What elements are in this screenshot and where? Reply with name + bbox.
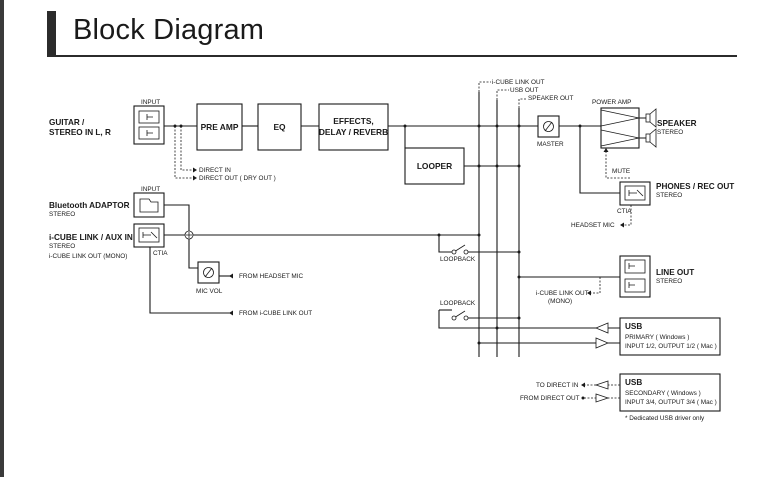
usb-secondary-title: USB [625, 378, 642, 387]
usb-secondary-line2: INPUT 3/4, OUTPUT 3/4 ( Mac ) [625, 399, 717, 406]
to-direct-in-label: TO DIRECT IN [536, 382, 579, 389]
usb-out-label: USB OUT [510, 87, 539, 94]
master-knob-icon [543, 121, 554, 132]
looper-block [404, 147, 465, 185]
power-amp-label: POWER AMP [592, 99, 631, 106]
direct-in-label: DIRECT IN [199, 167, 231, 174]
phones-box [619, 181, 651, 206]
guitar-jack-icon [138, 110, 160, 140]
effects-label: EFFECTS, [333, 116, 373, 126]
page-title: Block Diagram [73, 14, 265, 46]
line-out-box [619, 255, 651, 298]
bluetooth-label: Bluetooth ADAPTOR [49, 201, 130, 210]
pre-amp-block [196, 103, 243, 151]
usb-footnote: * Dedicated USB driver only [625, 415, 705, 422]
icube-mono-line [591, 277, 601, 294]
guitar-input-box [133, 105, 165, 145]
usb-out-arrow-1 [595, 337, 610, 349]
icube-in-box [133, 223, 165, 248]
mute-line [605, 150, 630, 179]
pre-amp-label: PRE AMP [201, 122, 239, 132]
guitar-input-label: INPUT [141, 99, 160, 106]
bluetooth-stereo-label: STEREO [49, 211, 75, 218]
mute-label: MUTE [612, 168, 630, 175]
icube-in-ctia-label: CTIA [153, 250, 168, 257]
speaker-stereo-label: STEREO [657, 129, 683, 136]
icube-link-out-label: i-CUBE LINK OUT [492, 79, 545, 86]
from-headset-mic-label: FROM HEADSET MIC [239, 273, 304, 280]
guitar-label: GUITAR / [49, 118, 85, 127]
master-label: MASTER [537, 141, 564, 148]
title-accent-bar [47, 11, 56, 55]
usb-primary-line2: INPUT 1/2, OUTPUT 1/2 ( Mac ) [625, 343, 717, 350]
eq-label: EQ [273, 122, 286, 132]
guitar-label-2: STEREO IN L, R [49, 128, 111, 137]
usb-primary-line1: PRIMARY ( Windows ) [625, 334, 689, 341]
speaker-label: SPEAKER [657, 119, 697, 128]
loopback-label-1: LOOPBACK [440, 256, 476, 263]
title-rule [47, 55, 737, 57]
bluetooth-box [133, 192, 165, 218]
from-direct-out-label: FROM DIRECT OUT [520, 395, 580, 402]
effects-block [318, 103, 389, 151]
phones-label: PHONES / REC OUT [656, 182, 734, 191]
power-amp-box [600, 107, 640, 149]
line-out-label: LINE OUT [656, 268, 694, 277]
effects-label-2: DELAY / REVERB [319, 127, 388, 137]
speaker-icon [645, 108, 657, 148]
icube-in-mono-label: i-CUBE LINK OUT (MONO) [49, 253, 127, 260]
eq-block [257, 103, 302, 151]
headset-mic-label: HEADSET MIC [571, 222, 615, 229]
icube-link-out-mono-label-2: (MONO) [548, 298, 572, 305]
phones-stereo-label: STEREO [656, 192, 682, 199]
line-out-jack-icon [624, 259, 646, 293]
loopback-label-2: LOOPBACK [440, 300, 476, 307]
page-edge-bar [0, 0, 4, 477]
wire-direct-in [180, 126, 193, 171]
from-icube-link-out-label: FROM i-CUBE LINK OUT [239, 310, 312, 317]
line-out-stereo-label: STEREO [656, 278, 682, 285]
usb-in-arrow-1 [594, 322, 609, 334]
loopback-switch-2 [451, 310, 469, 321]
mic-vol-knob-icon [203, 267, 214, 278]
usb-secondary-box [619, 373, 721, 412]
headset-mic-line [624, 205, 632, 226]
speaker-out-label: SPEAKER OUT [528, 95, 574, 102]
bluetooth-input-label: INPUT [141, 186, 160, 193]
icube-in-stereo-label: STEREO [49, 243, 75, 250]
bluetooth-adaptor-icon [139, 198, 159, 213]
mic-vol-label: MIC VOL [196, 288, 223, 295]
icube-in-label: i-CUBE LINK / AUX IN [49, 233, 133, 242]
looper-label: LOOPER [417, 161, 452, 171]
loopback-switch-1 [451, 244, 469, 255]
wire-direct-out [174, 126, 193, 179]
usb-primary-box [619, 317, 721, 356]
usb-out-arrow-2 [595, 393, 610, 403]
direct-out-label: DIRECT OUT ( DRY OUT ) [199, 175, 276, 182]
usb-in-arrow-2 [594, 380, 609, 390]
icube-jack-icon [138, 227, 160, 243]
usb-secondary-line1: SECONDARY ( Windows ) [625, 390, 701, 397]
icube-link-out-mono-label: i-CUBE LINK OUT [536, 290, 589, 297]
usb-primary-title: USB [625, 322, 642, 331]
phones-jack-icon [624, 185, 646, 201]
phones-ctia-label: CTIA [617, 208, 632, 215]
